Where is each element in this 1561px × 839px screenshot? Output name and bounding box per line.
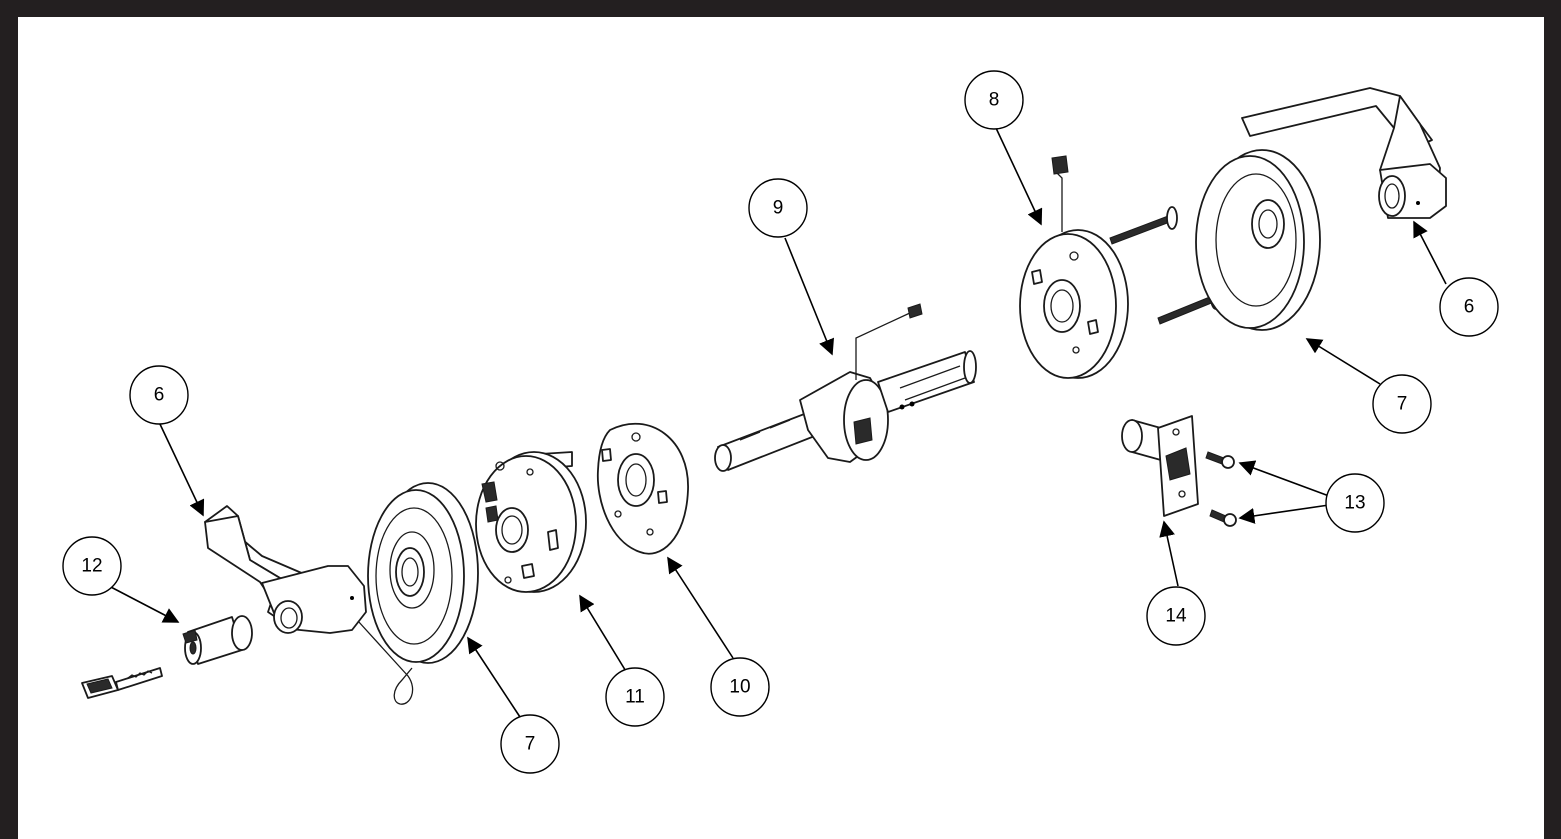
svg-text:6: 6 xyxy=(154,385,165,406)
lever-handle-right-illustration xyxy=(1241,87,1447,219)
callout-11: 11 xyxy=(605,667,665,727)
svg-text:9: 9 xyxy=(773,198,784,219)
retaining-clip-illustration xyxy=(357,620,414,705)
leader-13-b xyxy=(1238,504,1330,524)
callout-8: 8 xyxy=(964,70,1024,130)
callout-6-right: 6 xyxy=(1439,277,1499,337)
mounting-plate-illustration xyxy=(475,451,587,593)
leader-7-left xyxy=(467,636,521,718)
leader-7-right xyxy=(1305,338,1381,385)
leader-11 xyxy=(579,594,628,674)
leader-6-right xyxy=(1413,220,1447,285)
callout-9: 9 xyxy=(748,178,808,238)
callout-14: 14 xyxy=(1146,586,1206,646)
leader-13-a xyxy=(1238,460,1330,497)
svg-text:6: 6 xyxy=(1464,297,1475,318)
callout-7-right: 7 xyxy=(1372,374,1432,434)
callout-10: 10 xyxy=(710,657,770,717)
svg-text:8: 8 xyxy=(989,90,1000,111)
key-illustration xyxy=(81,667,163,699)
lever-handle-left-illustration xyxy=(204,505,367,634)
svg-text:13: 13 xyxy=(1344,493,1365,514)
leader-8 xyxy=(995,127,1043,226)
callout-7-left: 7 xyxy=(500,714,560,774)
chassis-illustration xyxy=(714,303,977,472)
cylinder-core-illustration xyxy=(182,615,253,665)
leader-9 xyxy=(784,237,835,356)
rose-left-illustration xyxy=(367,482,479,664)
svg-text:10: 10 xyxy=(729,677,750,698)
svg-text:11: 11 xyxy=(625,687,645,708)
leader-14 xyxy=(1159,520,1179,587)
callout-6-left: 6 xyxy=(129,365,189,425)
callout-13: 13 xyxy=(1325,473,1385,533)
svg-text:7: 7 xyxy=(1397,394,1408,415)
svg-text:14: 14 xyxy=(1165,606,1187,627)
rose-right-illustration xyxy=(1195,149,1321,331)
gasket-plate-illustration xyxy=(596,422,689,555)
callout-12: 12 xyxy=(62,536,122,596)
rear-mounting-plate-illustration xyxy=(1019,155,1129,379)
svg-text:12: 12 xyxy=(81,556,102,577)
leader-lines xyxy=(106,127,1447,718)
leader-10 xyxy=(667,556,734,659)
latch-illustration xyxy=(1121,415,1199,517)
svg-text:7: 7 xyxy=(525,734,536,755)
strike-screws-illustration xyxy=(1205,451,1237,527)
leader-6-left xyxy=(158,421,205,517)
leader-12 xyxy=(106,584,180,623)
